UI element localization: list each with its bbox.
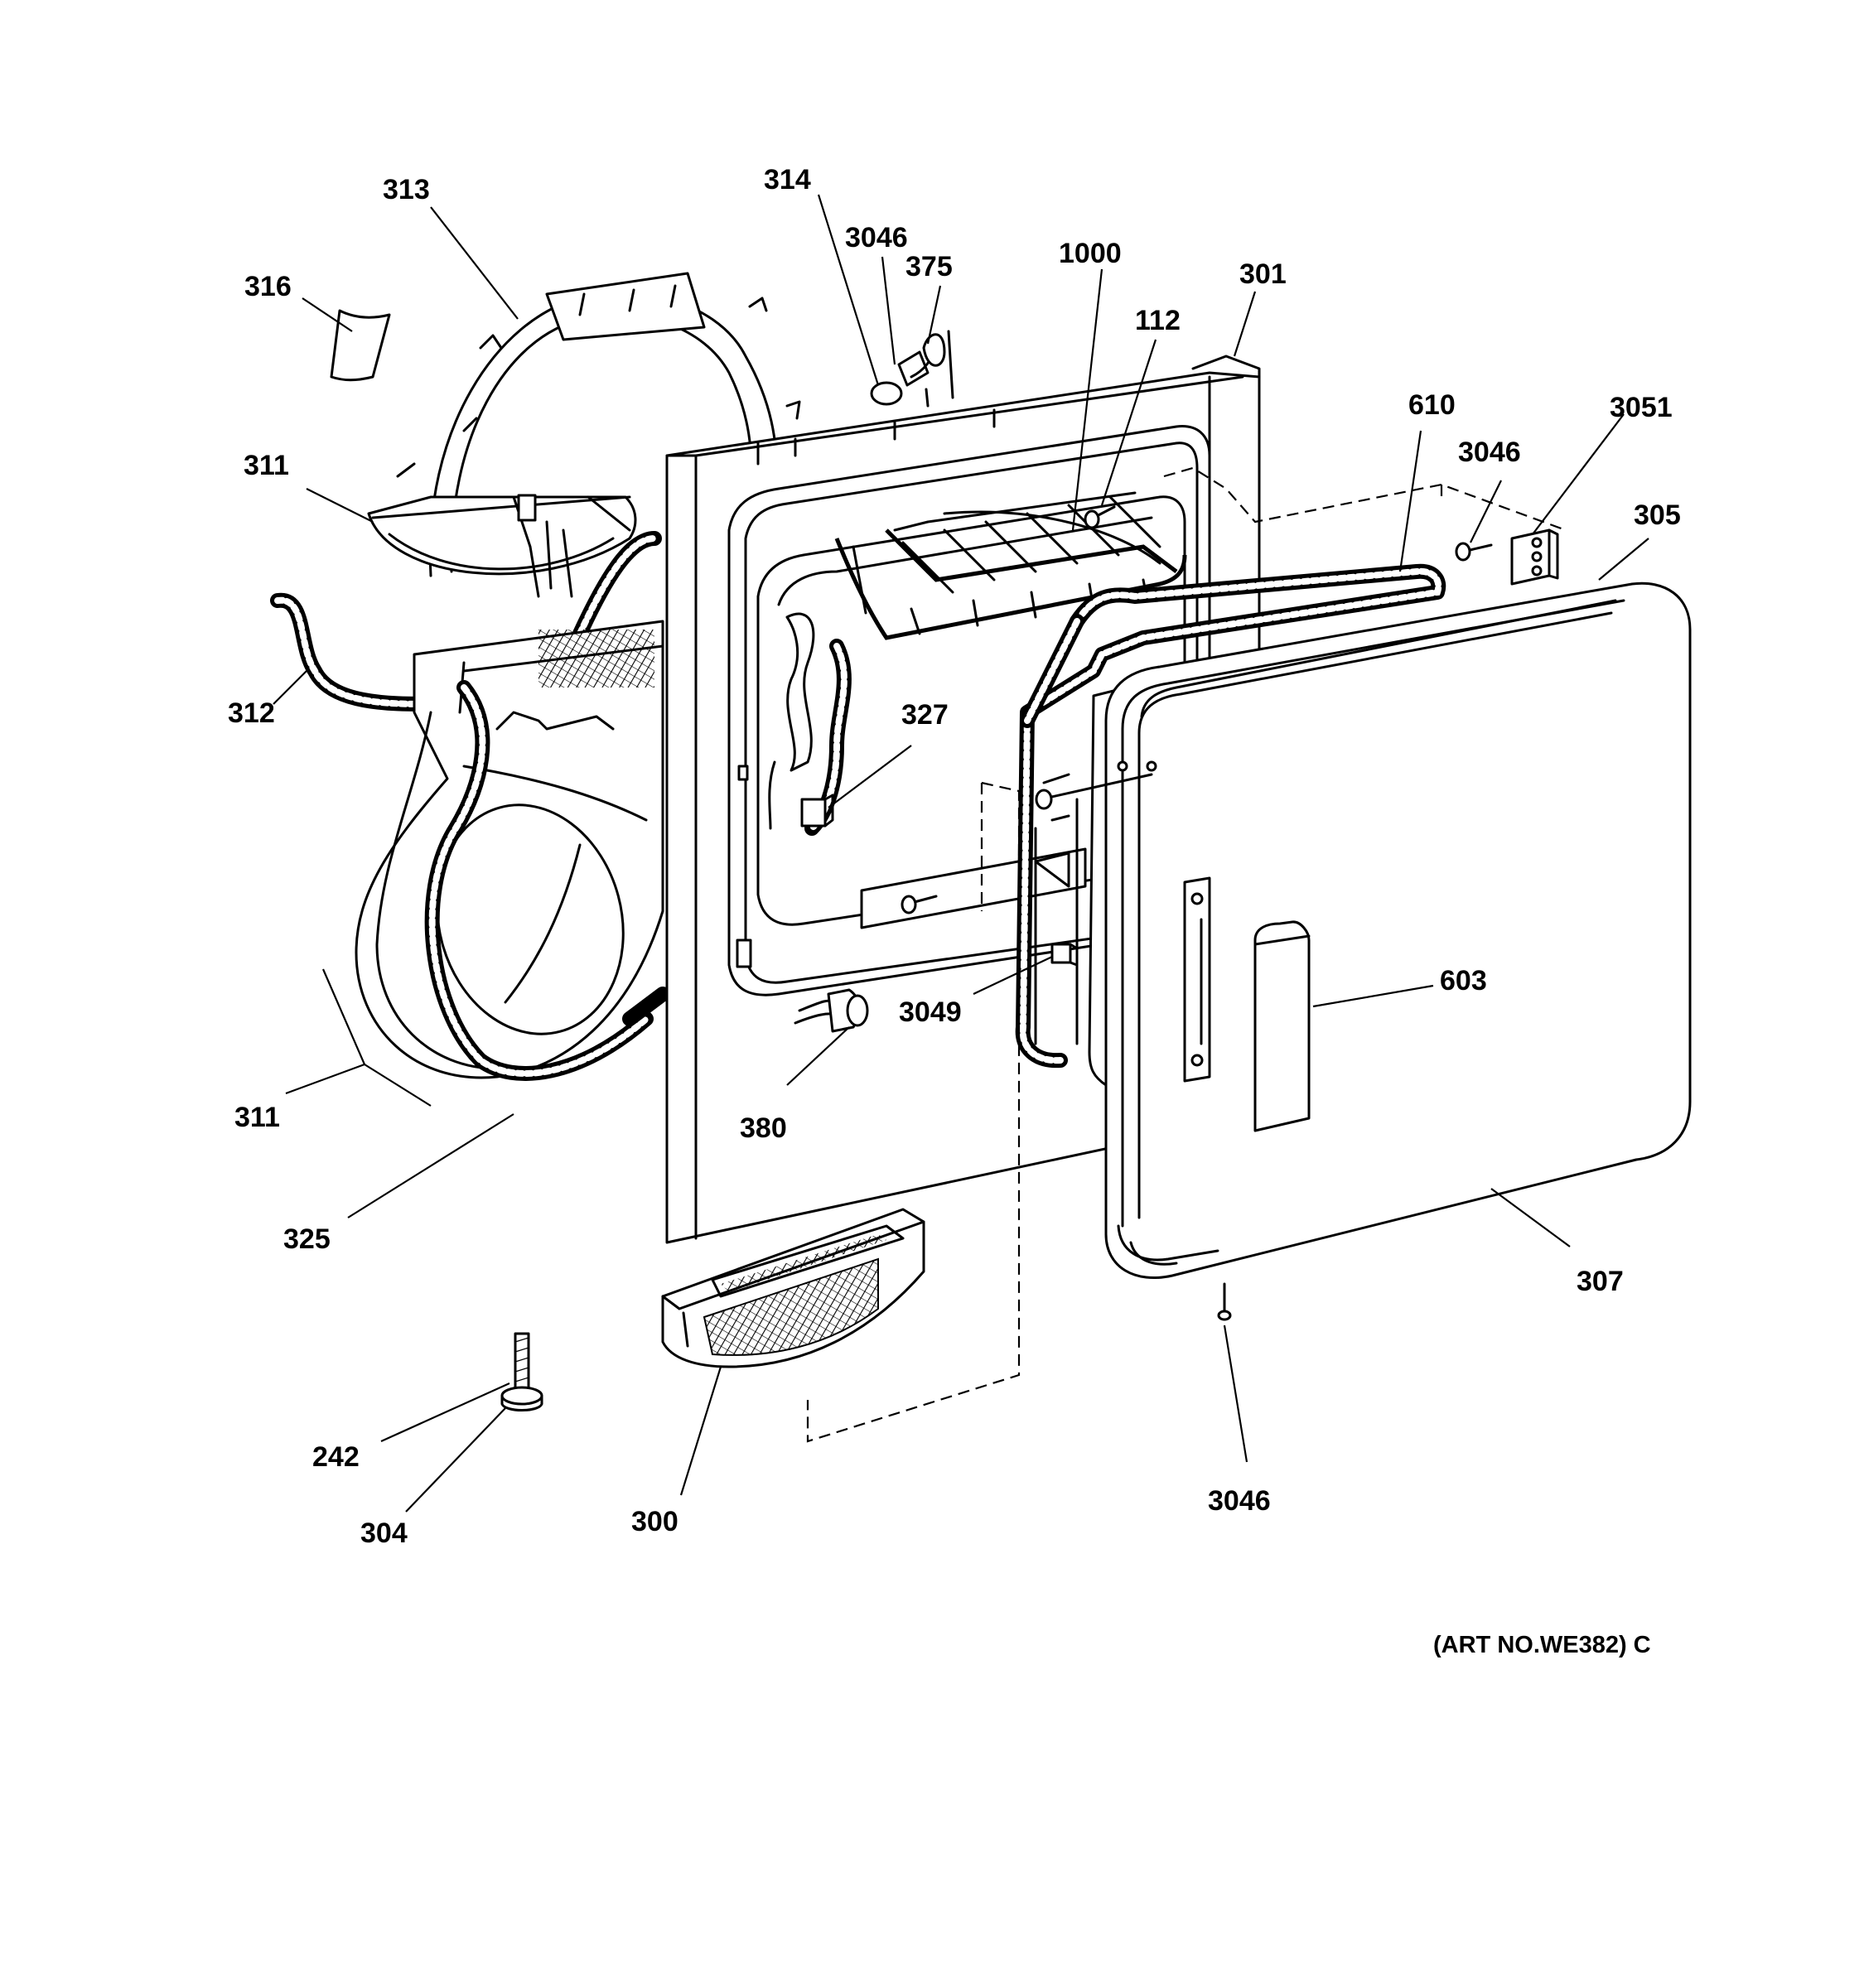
callout-603: 603 bbox=[1440, 965, 1487, 996]
bottom-screw bbox=[1217, 1282, 1232, 1321]
hinge-3051 bbox=[1510, 528, 1559, 586]
callout-300: 300 bbox=[631, 1506, 678, 1537]
clip-327 bbox=[800, 794, 834, 828]
assembly-lines bbox=[806, 466, 1567, 1443]
callout-610: 610 bbox=[1408, 389, 1456, 421]
felt-seal-left bbox=[270, 531, 662, 712]
callout-314: 314 bbox=[764, 164, 811, 195]
callout-3046-top: 3046 bbox=[845, 222, 908, 253]
callout-307: 307 bbox=[1577, 1266, 1624, 1297]
callout-327: 327 bbox=[901, 699, 949, 731]
callout-1000: 1000 bbox=[1059, 238, 1122, 269]
callout-313: 313 bbox=[383, 174, 430, 205]
screw-112 bbox=[1084, 505, 1116, 529]
duct-half-upper bbox=[367, 494, 637, 598]
door-switch-assembly bbox=[870, 330, 954, 408]
lint-filter bbox=[661, 1208, 925, 1368]
callout-304: 304 bbox=[360, 1518, 408, 1549]
leader-lines bbox=[273, 194, 1649, 1513]
callout-380: 380 bbox=[740, 1112, 787, 1144]
callout-3046-hinge: 3046 bbox=[1458, 437, 1521, 468]
screw-tray bbox=[901, 895, 938, 914]
callout-3046-bottom: 3046 bbox=[1208, 1485, 1271, 1517]
callout-3051: 3051 bbox=[1610, 392, 1673, 423]
callout-301: 301 bbox=[1239, 258, 1287, 290]
hinge-screw bbox=[1455, 542, 1493, 562]
foam-strip bbox=[330, 309, 391, 382]
callout-375: 375 bbox=[905, 251, 953, 282]
callout-316: 316 bbox=[244, 271, 292, 302]
leveling-leg bbox=[500, 1332, 543, 1411]
dryer-door bbox=[1104, 581, 1692, 1280]
door-screw bbox=[1035, 773, 1153, 810]
callout-312: 312 bbox=[228, 697, 275, 729]
blower-housing-ring bbox=[396, 272, 801, 577]
callout-labels: 313 314 3046 375 1000 301 316 112 610 30… bbox=[228, 164, 1681, 1658]
callout-3049: 3049 bbox=[899, 996, 962, 1028]
door-gasket bbox=[1015, 563, 1446, 1069]
lower-duct-assembly bbox=[355, 620, 670, 1081]
callout-311-top: 311 bbox=[244, 450, 289, 481]
art-number: (ART NO.WE382) C bbox=[1433, 1632, 1651, 1658]
switch-380 bbox=[794, 988, 869, 1033]
callout-325: 325 bbox=[283, 1223, 331, 1255]
callout-305: 305 bbox=[1634, 499, 1681, 531]
dry-rack bbox=[834, 491, 1187, 640]
callout-112: 112 bbox=[1135, 305, 1181, 336]
callout-242: 242 bbox=[312, 1441, 360, 1473]
callout-311-bottom: 311 bbox=[234, 1102, 280, 1133]
